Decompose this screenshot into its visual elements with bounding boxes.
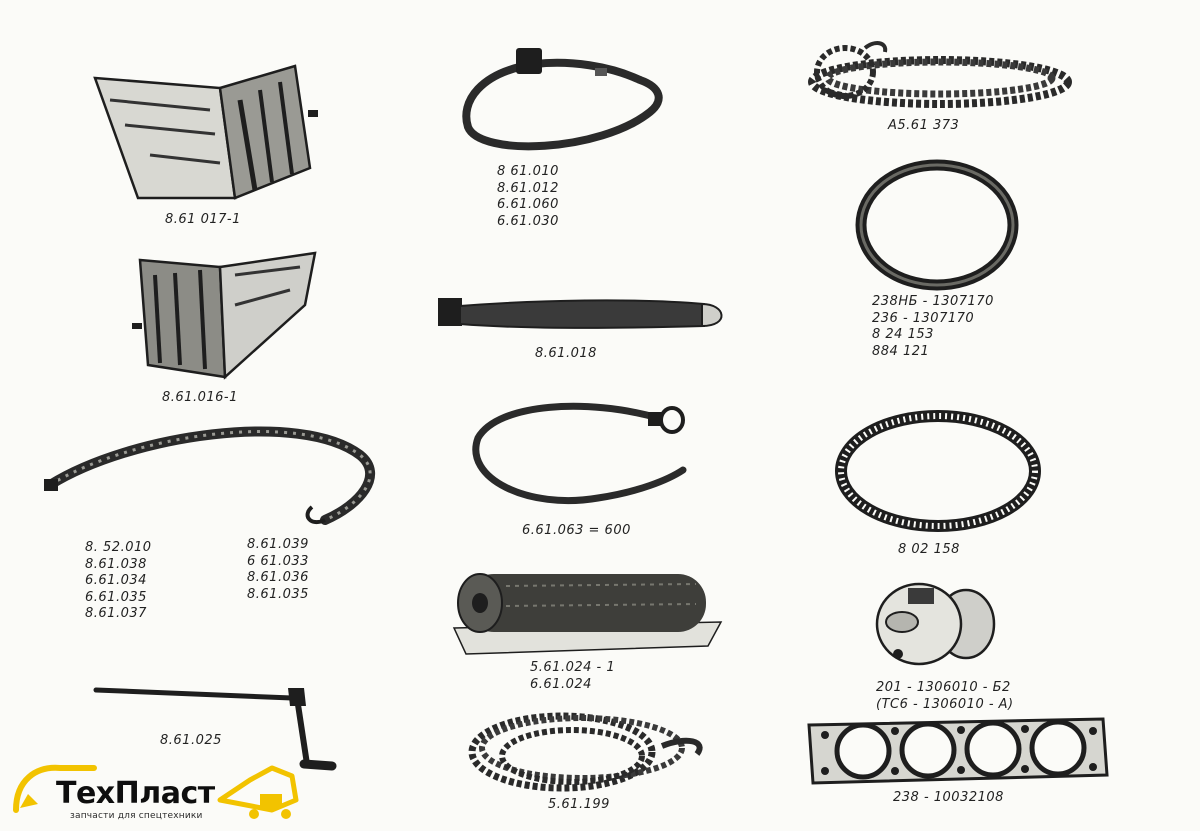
label-line: 6.61.060 [497,197,559,212]
label-line: 8.61 017-1 [165,212,241,227]
label-line: 8.61.035 [247,586,309,602]
brand-logo: ТехПласт запчасти для спецтехники [10,760,310,824]
v-belt-illustration [833,408,1043,534]
label-line: 238 - 10032108 [893,790,1004,805]
label-line: 8 24 153 [872,327,934,342]
label-line: 236 - 1307170 [872,310,975,326]
head-gasket-illustration [803,713,1113,789]
hook-hose-label-left: 8. 52.010 8.61.038 6.61.034 6.61.035 8.6… [85,540,152,623]
straight-strap-illustration [436,292,736,342]
label-line: 6.61.034 [85,573,147,588]
label-line: 6.61.063 = 600 [522,523,631,538]
label-line: 5.61.199 [548,797,610,812]
strap-loop-label: 8 61.010 8.61.012 6.61.060 6.61.030 [497,164,559,230]
tarp-roll-illustration [446,566,726,660]
crank-handle-illustration [92,682,342,778]
label-line: A5.61 373 [888,118,960,133]
label-line: 8.61.037 [85,606,147,621]
label-line: 8.61.036 [247,570,309,585]
hook-hose-label-right: 8.61.039 6 61.033 8.61.036 8.61.035 [247,537,309,603]
tarp-roll-label: 5.61.024 - 1 6.61.024 [530,660,615,693]
label-line: 6.61.035 [85,589,147,605]
ring-seal-illustration [853,159,1021,291]
wedge-chock-small-illustration [130,245,330,385]
label-line: 201 - 1306010 - Б2 [876,680,1011,695]
label-line: (ТС6 - 1306010 - А) [876,696,1014,712]
label-line: 884 121 [872,343,930,359]
head-gasket-label: 238 - 10032108 [893,790,1004,807]
strap-loop-illustration [460,42,670,162]
label-line: 8.61.012 [497,180,559,196]
label-line: 8 02 158 [898,542,960,557]
label-line: 5.61.024 - 1 [530,660,616,675]
brand-name: ТехПласт [56,776,215,811]
wedge-chock-large-illustration [90,60,330,210]
rope-coil-small-illustration [462,706,712,794]
thermostat-illustration [874,574,998,672]
rope-coil-top-label: A5.61 373 [888,118,959,135]
label-line: 6.61.030 [497,213,559,229]
label-line: 8. 52.010 [85,540,152,555]
label-line: 8.61.038 [85,556,147,572]
brand-tagline: запчасти для спецтехники [70,811,203,821]
label-line: 238НБ - 1307170 [872,294,994,309]
excavator-arm-icon [13,764,299,819]
label-line: 8.61.016-1 [162,390,238,405]
ring-seal-label: 238НБ - 1307170 236 - 1307170 8 24 153 8… [872,294,994,360]
rope-coil-top-illustration [805,38,1077,114]
crank-handle-label: 8.61.025 [160,733,222,750]
wedge-chock-large-label: 8.61 017-1 [165,212,241,229]
straight-strap-label: 8.61.018 [535,346,597,363]
thermostat-label: 201 - 1306010 - Б2 (ТС6 - 1306010 - А) [876,680,1014,713]
label-line: 8.61.018 [535,346,597,361]
label-line: 6 61.033 [247,553,309,569]
wedge-chock-small-label: 8.61.016-1 [162,390,238,407]
v-belt-label: 8 02 158 [898,542,960,559]
tow-cable-label: 6.61.063 = 600 [522,523,631,540]
label-line: 6.61.024 [530,676,592,692]
tow-cable-illustration [468,398,698,518]
label-line: 8 61.010 [497,164,559,179]
label-line: 8.61.039 [247,537,309,552]
rope-coil-small-label: 5.61.199 [548,797,610,814]
hook-hose-illustration [40,415,385,535]
label-line: 8.61.025 [160,733,222,748]
